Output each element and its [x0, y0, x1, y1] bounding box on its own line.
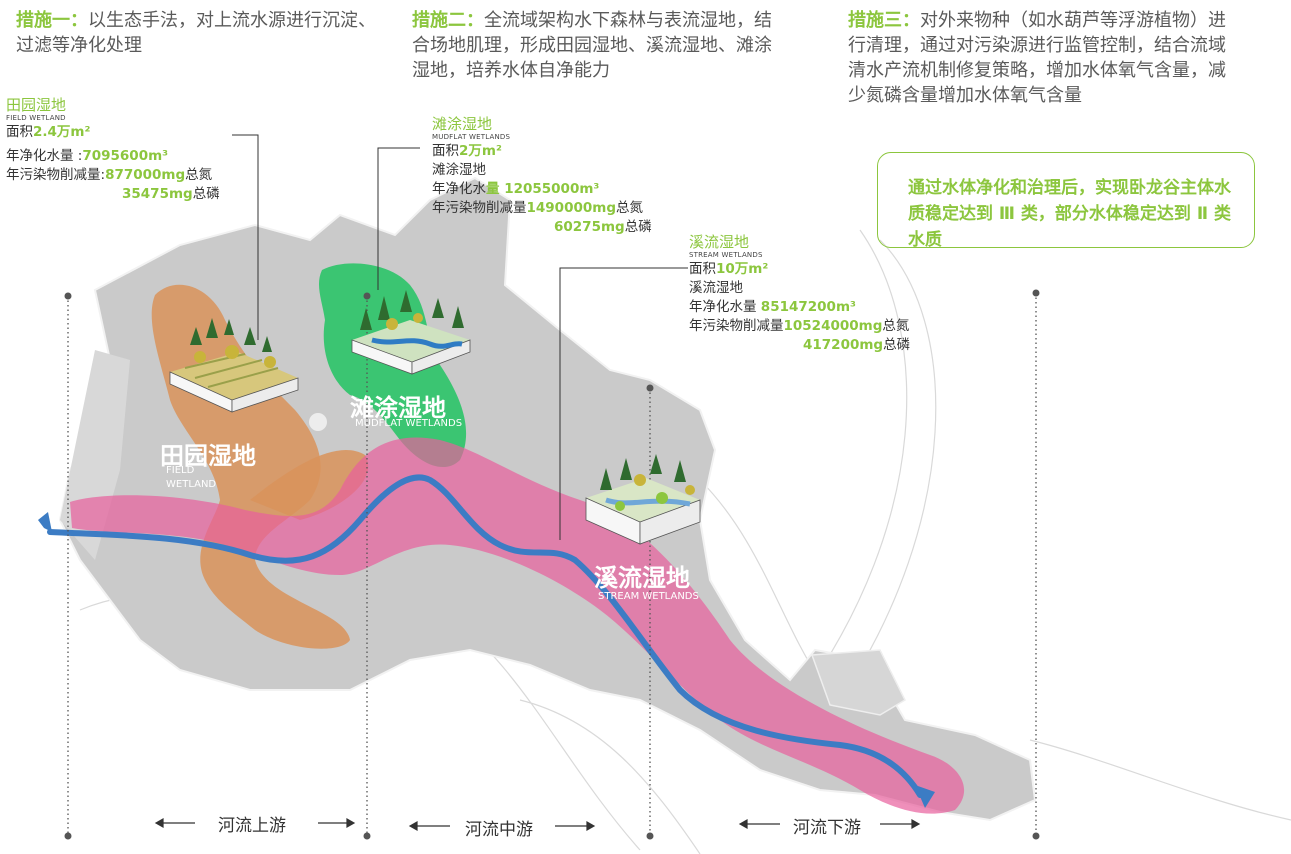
measure-3-body: 对外来物种（如水葫芦等浮游植物）进行清理，通过对污染源进行监管控制，结合流域清水…: [848, 10, 1226, 106]
stream-label-phosphorus: 417200mg总磷: [689, 336, 910, 355]
field-label-water: 年净化水量 :7095600m³: [6, 147, 220, 166]
stream-water-prefix: 年净化水量: [689, 299, 761, 315]
stretch-midstream: 河流中游: [465, 820, 533, 840]
land-east-pad: [810, 649, 906, 716]
stream-wetland-zone: [70, 437, 965, 814]
mudflat-label-area: 面积2万m²: [432, 142, 652, 161]
stretch-downstream: 河流下游: [793, 818, 861, 838]
mudflat-p-unit: 总磷: [624, 219, 652, 235]
stream-n-unit: 总氮: [882, 318, 910, 334]
field-p-unit: 总磷: [192, 186, 220, 202]
stream-area-value: 10万m²: [716, 261, 769, 277]
field-label-title: 田园湿地: [6, 96, 67, 114]
measure-2-head: 措施二：: [412, 10, 484, 31]
measure-2: 措施二：全流域架构水下森林与表流湿地，结合场地肌理，形成田园湿地、溪流湿地、滩涂…: [412, 8, 786, 83]
field-label-pollutant: 年污染物削减量:877000mg总氮: [6, 166, 220, 185]
mudflat-water-value: 12055000m³: [499, 181, 600, 197]
field-water-prefix: 年净化水量 :: [6, 148, 83, 164]
measure-1-body: 以生态手法，对上流水源进行沉淀、过滤等净化处理: [16, 10, 376, 56]
map-label-stream: 溪流湿地: [594, 564, 690, 592]
stream-n-value: 10524000mg: [783, 318, 883, 334]
measure-1-head: 措施一：: [16, 10, 88, 31]
field-n-unit: 总氮: [185, 167, 213, 183]
stream-label-title: 溪流湿地: [689, 233, 750, 251]
field-p-value: 35475mg: [122, 186, 193, 202]
divider-endpoints: [64, 289, 1040, 840]
measure-3-head: 措施三：: [848, 10, 920, 31]
stream-label-water: 年净化水量 85147200m³: [689, 298, 910, 317]
stream-label-area: 面积10万m²: [689, 260, 910, 279]
mudflat-label-en: MUDFLAT WETLANDS: [432, 133, 511, 141]
mudflat-area-prefix: 面积: [432, 143, 459, 159]
mudflat-label-water: 年净化水量 12055000m³: [432, 180, 652, 199]
mudflat-pol-prefix: 年污染物削减量: [432, 200, 527, 216]
stream-wetland-label: 溪流湿地 STREAM WETLANDS 面积10万m² 溪流湿地 年净化水量 …: [689, 234, 910, 355]
field-area-prefix: 面积: [6, 124, 33, 140]
field-wetland-label: 田园湿地 FIELD WETLAND 面积2.4万m² 年净化水量 :70956…: [6, 97, 220, 204]
mudflat-area-value: 2万m²: [459, 143, 502, 159]
stream-p-unit: 总磷: [883, 337, 911, 353]
measure-3: 措施三：对外来物种（如水葫芦等浮游植物）进行清理，通过对污染源进行监管控制，结合…: [848, 8, 1242, 108]
mudflat-label-type: 滩涂湿地: [432, 162, 486, 178]
stream-label-en: STREAM WETLANDS: [689, 251, 763, 259]
mudflat-label-pollutant: 年污染物削减量1490000mg总氮: [432, 199, 652, 218]
section-dividers: [67, 293, 1037, 836]
field-label-area: 面积2.4万m²: [6, 123, 220, 142]
map-label-field: 田园湿地: [160, 442, 256, 470]
measure-1: 措施一：以生态手法，对上流水源进行沉淀、过滤等净化处理: [16, 8, 386, 58]
stretch-upstream: 河流上游: [218, 816, 286, 836]
conclusion-text: 通过水体净化和治理后，实现卧龙谷主体水质稳定达到 Ⅲ 类，部分水体稳定达到 Ⅱ …: [908, 178, 1231, 250]
mudflat-label-title: 滩涂湿地: [432, 115, 493, 133]
upstream-arrow-icon: [38, 512, 52, 532]
field-water-value: 7095600m³: [82, 148, 169, 164]
stream-water-value: 85147200m³: [760, 299, 856, 315]
stream-p-value: 417200mg: [803, 337, 884, 353]
mudflat-n-unit: 总氮: [615, 200, 643, 216]
conclusion-box: 通过水体净化和治理后，实现卧龙谷主体水质稳定达到 Ⅲ 类，部分水体稳定达到 Ⅱ …: [877, 152, 1255, 250]
downstream-arrow-icon: [915, 785, 935, 808]
stream-label-type: 溪流湿地: [689, 280, 743, 296]
mudflat-wetland-block-icon: [351, 290, 471, 375]
mudflat-p-value: 60275mg: [554, 219, 625, 235]
stream-area-prefix: 面积: [689, 261, 716, 277]
field-area-value: 2.4万m²: [33, 124, 91, 140]
leader-lines: [232, 134, 688, 540]
mudflat-water-prefix-green: 量: [486, 181, 500, 197]
field-wetland-block-icon: [169, 318, 299, 413]
map-label-stream-en: STREAM WETLANDS: [598, 591, 699, 602]
mudflat-label-phosphorus: 60275mg总磷: [432, 218, 652, 237]
stretch-arrows: [154, 817, 921, 832]
field-pol-prefix: 年污染物削减量:: [6, 167, 106, 183]
stream-wetland-block-icon: [585, 454, 701, 545]
measure-2-body: 全流域架构水下森林与表流湿地，结合场地肌理，形成田园湿地、溪流湿地、滩涂湿地，培…: [412, 10, 772, 81]
field-n-value: 877000mg: [105, 167, 186, 183]
map-label-mudflat: 滩涂湿地: [350, 394, 446, 422]
river-channel: [47, 474, 923, 798]
map-label-mudflat-en: MUDFLAT WETLANDS: [355, 418, 463, 429]
roundabout: [309, 413, 327, 431]
stream-label-pollutant: 年污染物削减量10524000mg总氮: [689, 317, 910, 336]
field-label-en: FIELD WETLAND: [6, 114, 66, 122]
mudflat-n-value: 1490000mg: [526, 200, 616, 216]
mudflat-water-prefix: 年净化水: [432, 181, 486, 197]
mudflat-wetland-label: 滩涂湿地 MUDFLAT WETLANDS 面积2万m² 滩涂湿地 年净化水量 …: [432, 116, 652, 237]
stream-pol-prefix: 年污染物削减量: [689, 318, 784, 334]
map-label-field-en-1: FIELD: [166, 465, 195, 476]
field-label-phosphorus: 35475mg总磷: [6, 185, 220, 204]
map-label-field-en-2: WETLAND: [166, 479, 217, 490]
